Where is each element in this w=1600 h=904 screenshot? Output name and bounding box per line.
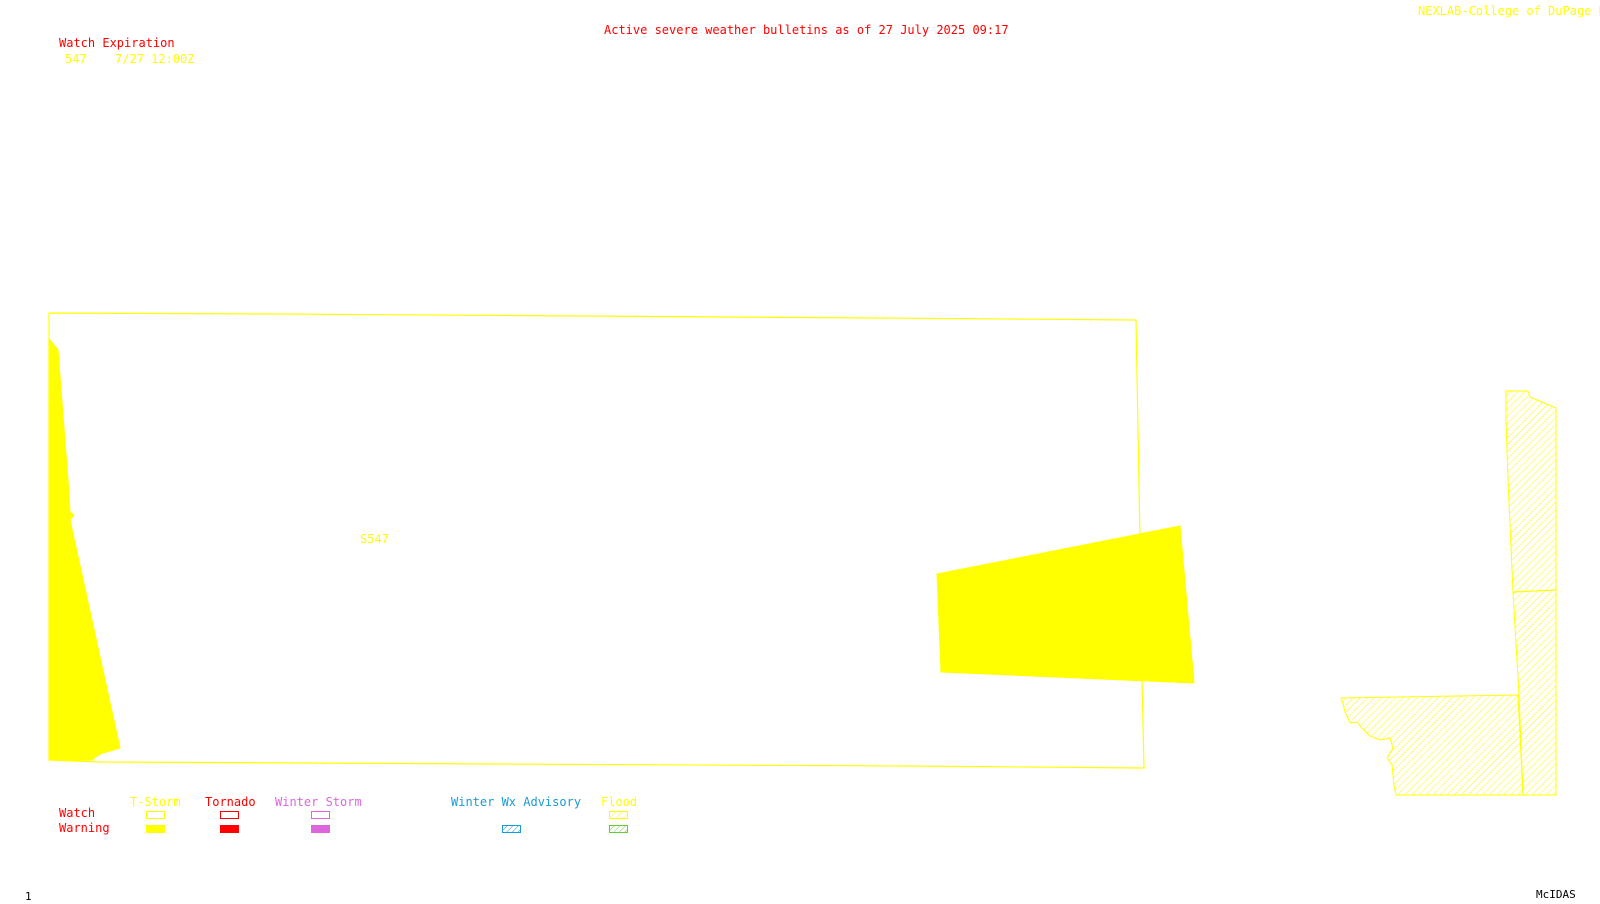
watch-547-outline[interactable] xyxy=(48,312,1145,769)
legend-tornado-watch-swatch xyxy=(220,811,239,819)
legend-flood-warning-swatch xyxy=(609,825,628,833)
watch-number: 547 xyxy=(65,52,87,66)
legend-tstorm-label: T-Storm xyxy=(130,795,181,809)
watch-expiration-heading: Watch Expiration xyxy=(59,36,175,50)
watch-map-label: S547 xyxy=(360,532,389,546)
legend-winter-storm-watch-swatch xyxy=(311,811,330,819)
legend-winter-storm-label: Winter Storm xyxy=(275,795,362,809)
source-credit: NEXLAB-College of DuPage R xyxy=(1418,4,1600,18)
flood-area-south[interactable] xyxy=(1340,694,1524,796)
legend-flood-watch-swatch xyxy=(609,811,628,819)
frame-number: 1 xyxy=(25,890,32,903)
legend-flood-label: Flood xyxy=(601,795,638,809)
legend-tstorm-warning-swatch xyxy=(146,825,165,833)
flood-area-north[interactable] xyxy=(1505,390,1557,593)
tstorm-warning-east[interactable] xyxy=(936,525,1195,684)
legend-tornado-warning-swatch xyxy=(220,825,239,833)
watch-expiration-time: 7/27 12:00Z xyxy=(115,52,195,66)
legend-warning-row-label: Warning xyxy=(59,821,110,835)
legend-watch-row-label: Watch xyxy=(59,806,96,820)
bulletin-title: Active severe weather bulletins as of 27… xyxy=(604,23,1009,37)
legend-tornado-label: Tornado xyxy=(205,795,256,809)
flood-area-east[interactable] xyxy=(1512,589,1557,796)
legend-winter-wx-advisory-label: Winter Wx Advisory xyxy=(451,795,582,809)
legend-winter-storm-warning-swatch xyxy=(311,825,330,833)
software-credit: McIDAS xyxy=(1536,888,1576,901)
legend-tstorm-watch-swatch xyxy=(146,811,165,819)
legend-winter-wx-advisory-swatch xyxy=(502,825,521,833)
tstorm-warning-west[interactable] xyxy=(49,338,121,761)
